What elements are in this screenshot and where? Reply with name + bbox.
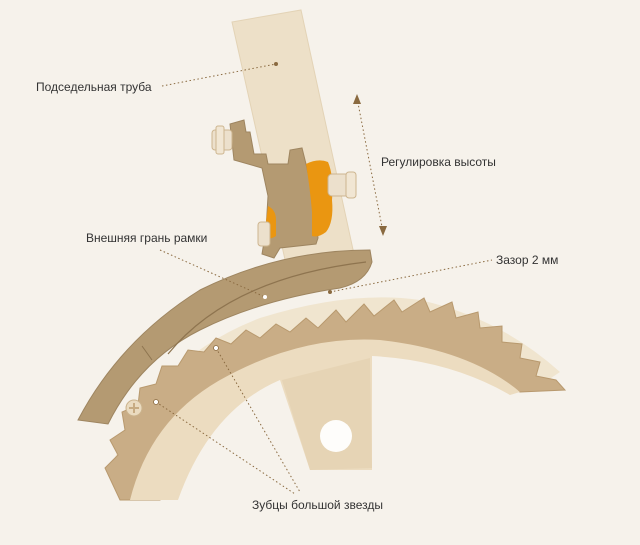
leader-height-arrow xyxy=(356,97,384,233)
marker-dot-outer-edge xyxy=(263,295,267,299)
label-seat-tube: Подседельная труба xyxy=(36,80,152,94)
marker-dot-tooth-2 xyxy=(153,399,159,405)
label-height-adjust: Регулировка высоты xyxy=(381,155,496,169)
bolt-cross-icon xyxy=(129,403,139,413)
label-gap: Зазор 2 мм xyxy=(496,253,559,267)
arrow-down-icon xyxy=(379,226,387,236)
derailleur-plate-seam xyxy=(141,345,153,361)
label-outer-edge: Внешняя грань рамки xyxy=(86,231,208,245)
marker-dot-gap xyxy=(328,290,332,294)
derailleur-outer-plate xyxy=(77,249,373,425)
limit-screw-head xyxy=(215,125,225,155)
chainring-bolt-hole xyxy=(320,420,352,452)
marker-dot-seat-tube xyxy=(274,62,278,66)
label-teeth: Зубцы большой звезды xyxy=(252,498,383,512)
derailleur-clamp xyxy=(306,160,333,237)
marker-dot-tooth-1 xyxy=(213,345,219,351)
arrow-up-icon xyxy=(353,94,361,104)
clamp-bolt-head xyxy=(345,171,357,199)
cable-bolt xyxy=(257,221,271,247)
derailleur-plate-edge xyxy=(167,261,367,355)
leader-lines xyxy=(155,63,493,495)
leader-seat-tube xyxy=(161,63,277,87)
